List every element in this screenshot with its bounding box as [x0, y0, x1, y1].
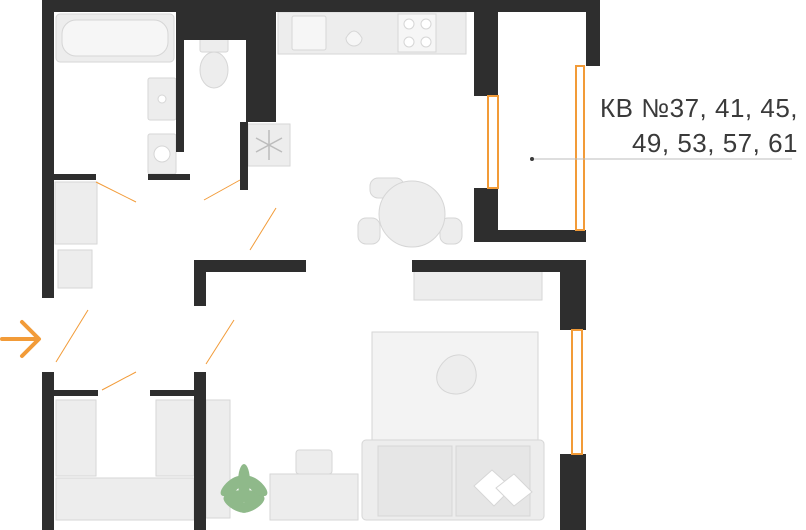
- shelf: [55, 477, 195, 521]
- toilet-bowl: [199, 51, 229, 89]
- window: [487, 95, 499, 189]
- window: [575, 65, 585, 231]
- shelf: [57, 249, 93, 289]
- door-swings: [55, 179, 277, 391]
- sofa-seat: [377, 445, 453, 517]
- stove-burner: [403, 36, 415, 48]
- tv-console: [413, 269, 543, 301]
- plant: [220, 464, 268, 513]
- furniture: [54, 11, 545, 521]
- kitchen-sink: [291, 15, 327, 51]
- snowflake-icon: [255, 130, 283, 160]
- stove-burner: [420, 18, 432, 30]
- window: [571, 329, 583, 455]
- bathtub-inner: [61, 19, 169, 57]
- shelf: [54, 181, 98, 245]
- stove-burner: [420, 36, 432, 48]
- windows: [487, 65, 585, 455]
- shelf: [155, 399, 195, 477]
- ottoman: [436, 354, 477, 395]
- shelf: [55, 399, 97, 477]
- kitchen-tap: [345, 30, 363, 47]
- apartment-label-line-1: КВ №37, 41, 45,: [600, 93, 798, 123]
- dining-table: [378, 180, 446, 248]
- apartment-label-line-2: 49, 53, 57, 61: [631, 128, 798, 158]
- arrow-right-icon: [0, 320, 41, 358]
- sink-drain: [157, 94, 167, 104]
- stove: [397, 13, 437, 53]
- pillow: [495, 473, 533, 507]
- walls: [42, 0, 600, 530]
- stove-burner: [403, 18, 415, 30]
- chair: [357, 217, 381, 245]
- pot: [295, 449, 333, 475]
- desk: [269, 473, 359, 521]
- toilet-tank: [199, 37, 229, 53]
- washing-drum: [153, 145, 171, 163]
- label-leader: [530, 157, 792, 161]
